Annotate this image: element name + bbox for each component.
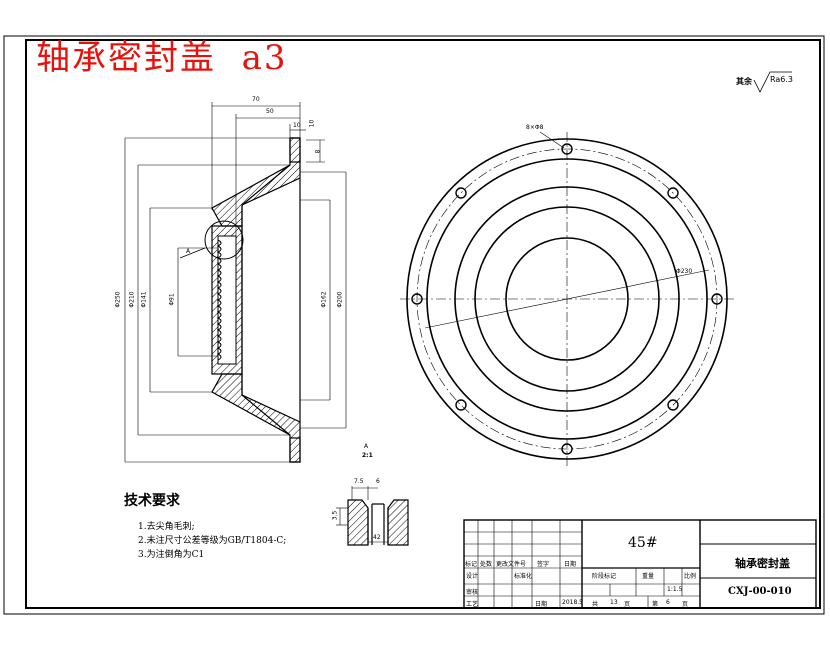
inner-border <box>25 39 821 609</box>
detail-dim-7-5: 7.5 <box>354 478 364 485</box>
dim-50: 50 <box>266 108 274 115</box>
date-label: 日期 <box>535 601 548 608</box>
detail-dim-42: 42 <box>373 534 381 541</box>
tech-item: 3.为注倒角为C1 <box>138 550 205 560</box>
sheets-total: 13 <box>610 599 618 606</box>
pcd-dim-label: Φ230 <box>676 268 693 275</box>
front-view <box>400 131 734 466</box>
section-hatch-top <box>211 137 301 227</box>
rev-header-doc: 更改文件号 <box>496 561 527 568</box>
detail-scale: 2:1 <box>362 452 373 459</box>
pitch-circle <box>416 148 718 450</box>
dim-8: 8 <box>314 149 322 154</box>
stage-header: 阶段标记 <box>592 573 617 580</box>
drawing-number: CXJ-00-010 <box>728 586 792 597</box>
roughness-prefix: 其余 <box>736 77 752 86</box>
scale-value: 1:1.5 <box>667 586 683 593</box>
section-hatch-bottom <box>211 373 301 463</box>
sheets-total-label: 共 <box>592 601 599 608</box>
roughness-symbol <box>753 71 792 93</box>
dim-d91: Φ91 <box>168 293 176 306</box>
section-label-a: A <box>186 248 191 255</box>
sheet-label: 第 <box>652 601 659 608</box>
material-label: 45# <box>628 535 658 551</box>
detail-dim-3-5: 3.5 <box>331 510 339 521</box>
dim-d162: Φ162 <box>320 291 328 308</box>
dim-d141: Φ141 <box>140 291 148 308</box>
pcd-dim-line <box>424 269 710 329</box>
flange-top <box>289 137 301 163</box>
rev-header-count: 处数 <box>480 561 493 568</box>
bolt-hole <box>711 293 723 305</box>
detail-circle-a <box>204 220 244 260</box>
dim-d210: Φ210 <box>128 291 136 308</box>
bolt-hole <box>561 143 573 155</box>
role-standard: 标准化 <box>514 573 533 580</box>
flange-bottom <box>289 437 301 463</box>
part-name: 轴承密封盖 <box>735 557 790 570</box>
dim-10b: 10 <box>308 119 316 128</box>
drawing-title-overlay: 轴承密封盖 a3 <box>36 38 288 78</box>
sheet-no: 6 <box>666 599 670 606</box>
role-process: 工艺 <box>466 601 479 608</box>
dim-70: 70 <box>252 96 260 103</box>
weight-header: 重量 <box>642 573 655 580</box>
detail-dim-6: 6 <box>376 478 380 485</box>
role-designer: 设计 <box>466 573 479 580</box>
date-value: 2018.5 <box>562 599 583 606</box>
page-unit: 页 <box>624 601 631 608</box>
tech-requirements: 技术要求 1.去尖角毛刺; 2.未注尺寸公差等级为GB/T1804-C; 3.为… <box>124 490 286 562</box>
scale-header: 比例 <box>684 573 697 580</box>
detail-a-view <box>336 486 409 546</box>
rev-header-mark: 标记 <box>465 561 478 568</box>
bolt-hole <box>455 399 467 411</box>
bolt-hole <box>667 399 679 411</box>
dim-d250: Φ250 <box>114 291 122 308</box>
bolt-hole <box>411 293 423 305</box>
groove-profile <box>216 239 222 361</box>
bolt-hole <box>667 187 679 199</box>
outer-border <box>3 35 825 615</box>
page-unit-2: 页 <box>682 601 689 608</box>
roughness-value: Ra6.3 <box>770 75 794 84</box>
rev-header-date: 日期 <box>564 561 577 568</box>
dim-d200: Φ200 <box>336 291 344 308</box>
tech-requirements-heading: 技术要求 <box>124 493 180 509</box>
bolt-holes <box>411 143 723 455</box>
detail-label: A <box>364 443 369 450</box>
bolt-hole <box>455 187 467 199</box>
bolt-hole <box>561 443 573 455</box>
hole-dim-label: 8×Φ8 <box>526 124 544 131</box>
rev-header-sign: 签字 <box>537 561 550 568</box>
tech-item: 2.未注尺寸公差等级为GB/T1804-C; <box>138 536 287 546</box>
role-review: 审核 <box>466 589 479 596</box>
tech-item: 1.去尖角毛刺; <box>138 522 195 532</box>
inner-circle <box>505 237 629 361</box>
side-section-view <box>124 102 347 463</box>
dim-10: 10 <box>293 122 301 129</box>
title-block <box>463 519 817 609</box>
